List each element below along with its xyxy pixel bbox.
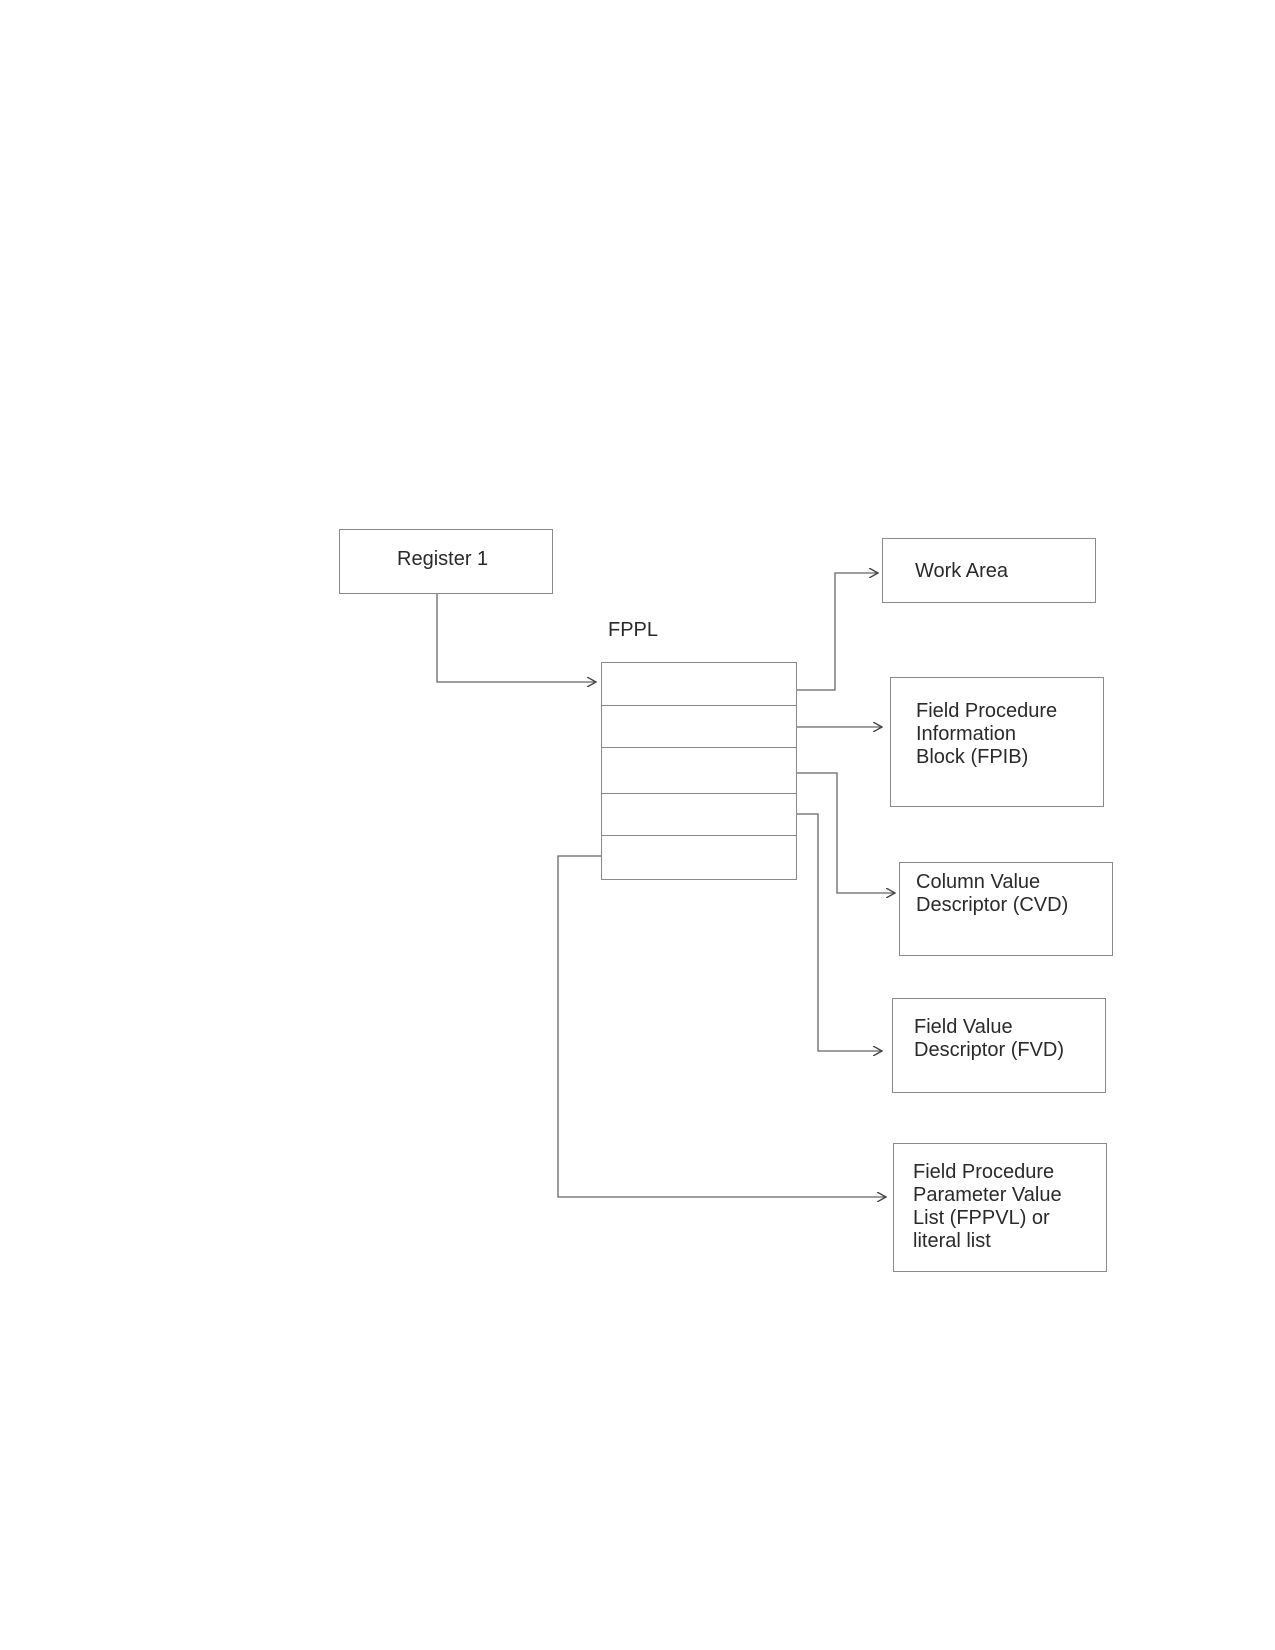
- register-1-box: Register 1: [339, 529, 553, 594]
- arrow-register-to-fppl: [436, 592, 596, 682]
- fpib-box: Field Procedure Information Block (FPIB): [890, 677, 1104, 807]
- fppl-label: FPPL: [608, 619, 659, 641]
- fppl-row-5: [602, 836, 796, 880]
- work-area-label: Work Area: [915, 560, 1008, 582]
- register-1-label: Register 1: [397, 548, 489, 570]
- fppvl-label: Field Procedure Parameter Value List (FP…: [913, 1161, 1062, 1252]
- fppl-row-2: [602, 706, 796, 748]
- fvd-label: Field Value Descriptor (FVD): [914, 1016, 1065, 1061]
- fvd-box: Field Value Descriptor (FVD): [892, 998, 1106, 1093]
- fppl-table: [601, 662, 797, 880]
- fppvl-box: Field Procedure Parameter Value List (FP…: [893, 1143, 1107, 1272]
- fppl-row-4: [602, 794, 796, 836]
- fpib-label: Field Procedure Information Block (FPIB): [916, 700, 1058, 768]
- fppl-row-3: [602, 748, 796, 794]
- arrow-to-fppvl: [557, 855, 886, 1197]
- fppl-row-1: [602, 663, 796, 706]
- work-area-box: Work Area: [882, 538, 1096, 603]
- arrow-to-fvd: [796, 813, 882, 1051]
- cvd-label: Column Value Descriptor (CVD): [916, 871, 1069, 916]
- arrow-to-cvd: [796, 772, 895, 893]
- arrow-to-work-area: [796, 573, 878, 691]
- cvd-box: Column Value Descriptor (CVD): [899, 862, 1113, 956]
